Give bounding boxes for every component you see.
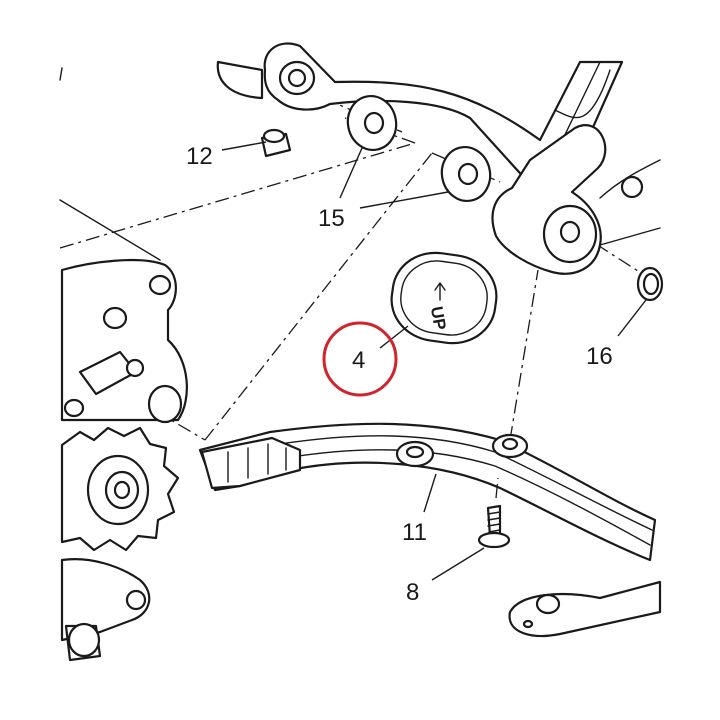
callout-16: 16 (586, 343, 613, 370)
case-bore (147, 384, 183, 424)
assembly-line (509, 269, 539, 441)
leader-line-12 (221, 141, 267, 151)
callout-8: 8 (406, 579, 419, 606)
part-12-nut (260, 128, 292, 158)
margin-mark (59, 67, 63, 81)
callout-4: 4 (352, 347, 365, 374)
slider-clip-ribs (227, 443, 287, 483)
slider-mount-hole (405, 445, 425, 459)
assembly-line (495, 477, 499, 499)
bracket-hole (535, 593, 561, 615)
leader-line-4 (379, 325, 409, 349)
washer-hole (363, 111, 385, 135)
washer-hole (457, 162, 479, 186)
case-edge (59, 199, 161, 261)
slider-mount-hole (501, 437, 519, 451)
part-15-washers (346, 95, 492, 202)
leader-line-16 (617, 299, 647, 337)
case-bolt (125, 358, 145, 378)
callout-12: 12 (186, 143, 213, 170)
cap-body (390, 251, 498, 345)
lever-pivot-hole (559, 220, 581, 244)
callout-15: 15 (318, 205, 345, 232)
lower-bracket (508, 580, 662, 638)
plate-bolt-head (620, 175, 644, 199)
callout-11: 11 (402, 519, 427, 546)
bracket-plate (508, 580, 662, 638)
callout-labels: 12 15 16 4 11 8 (186, 143, 613, 606)
pedal-lever (491, 124, 661, 275)
case-bolt (63, 398, 85, 418)
part-16-ring (636, 266, 664, 302)
part-4-cap: UP (390, 251, 498, 345)
case-boss (102, 306, 128, 330)
up-arrow-icon (434, 282, 446, 301)
footpeg-plate-edge (599, 227, 661, 246)
case-bolt (125, 589, 147, 611)
lower-case (60, 558, 151, 642)
engine-case (59, 199, 188, 662)
leader-line-15 (359, 191, 449, 209)
frame-stub (216, 60, 264, 100)
slider-end-clip (200, 436, 302, 490)
assembly-line (204, 152, 433, 441)
part-11-chain-slider (198, 422, 657, 562)
slider-groove (284, 449, 651, 546)
callout-4-highlight-circle (322, 321, 398, 397)
bracket-hole-small (522, 619, 534, 629)
leader-lines (221, 141, 647, 581)
footpeg-plate-edge (599, 159, 661, 199)
frame-bracket (216, 42, 624, 187)
shift-shaft-splines (67, 622, 101, 658)
screw-thread (487, 511, 501, 533)
cap-rim (400, 260, 488, 336)
leader-line-8 (431, 547, 485, 581)
screw-head (477, 531, 511, 549)
case-boss (148, 274, 172, 296)
frame-bore-inner (287, 68, 307, 88)
cap-label: UP (427, 305, 450, 332)
sprocket-shaft (113, 480, 131, 500)
snap-ring-inner (642, 272, 660, 296)
part-8-screw (477, 477, 511, 549)
leader-line-15 (339, 147, 363, 199)
leader-line-11 (423, 473, 437, 513)
frame-edge (554, 69, 611, 119)
nut-top (262, 128, 286, 144)
